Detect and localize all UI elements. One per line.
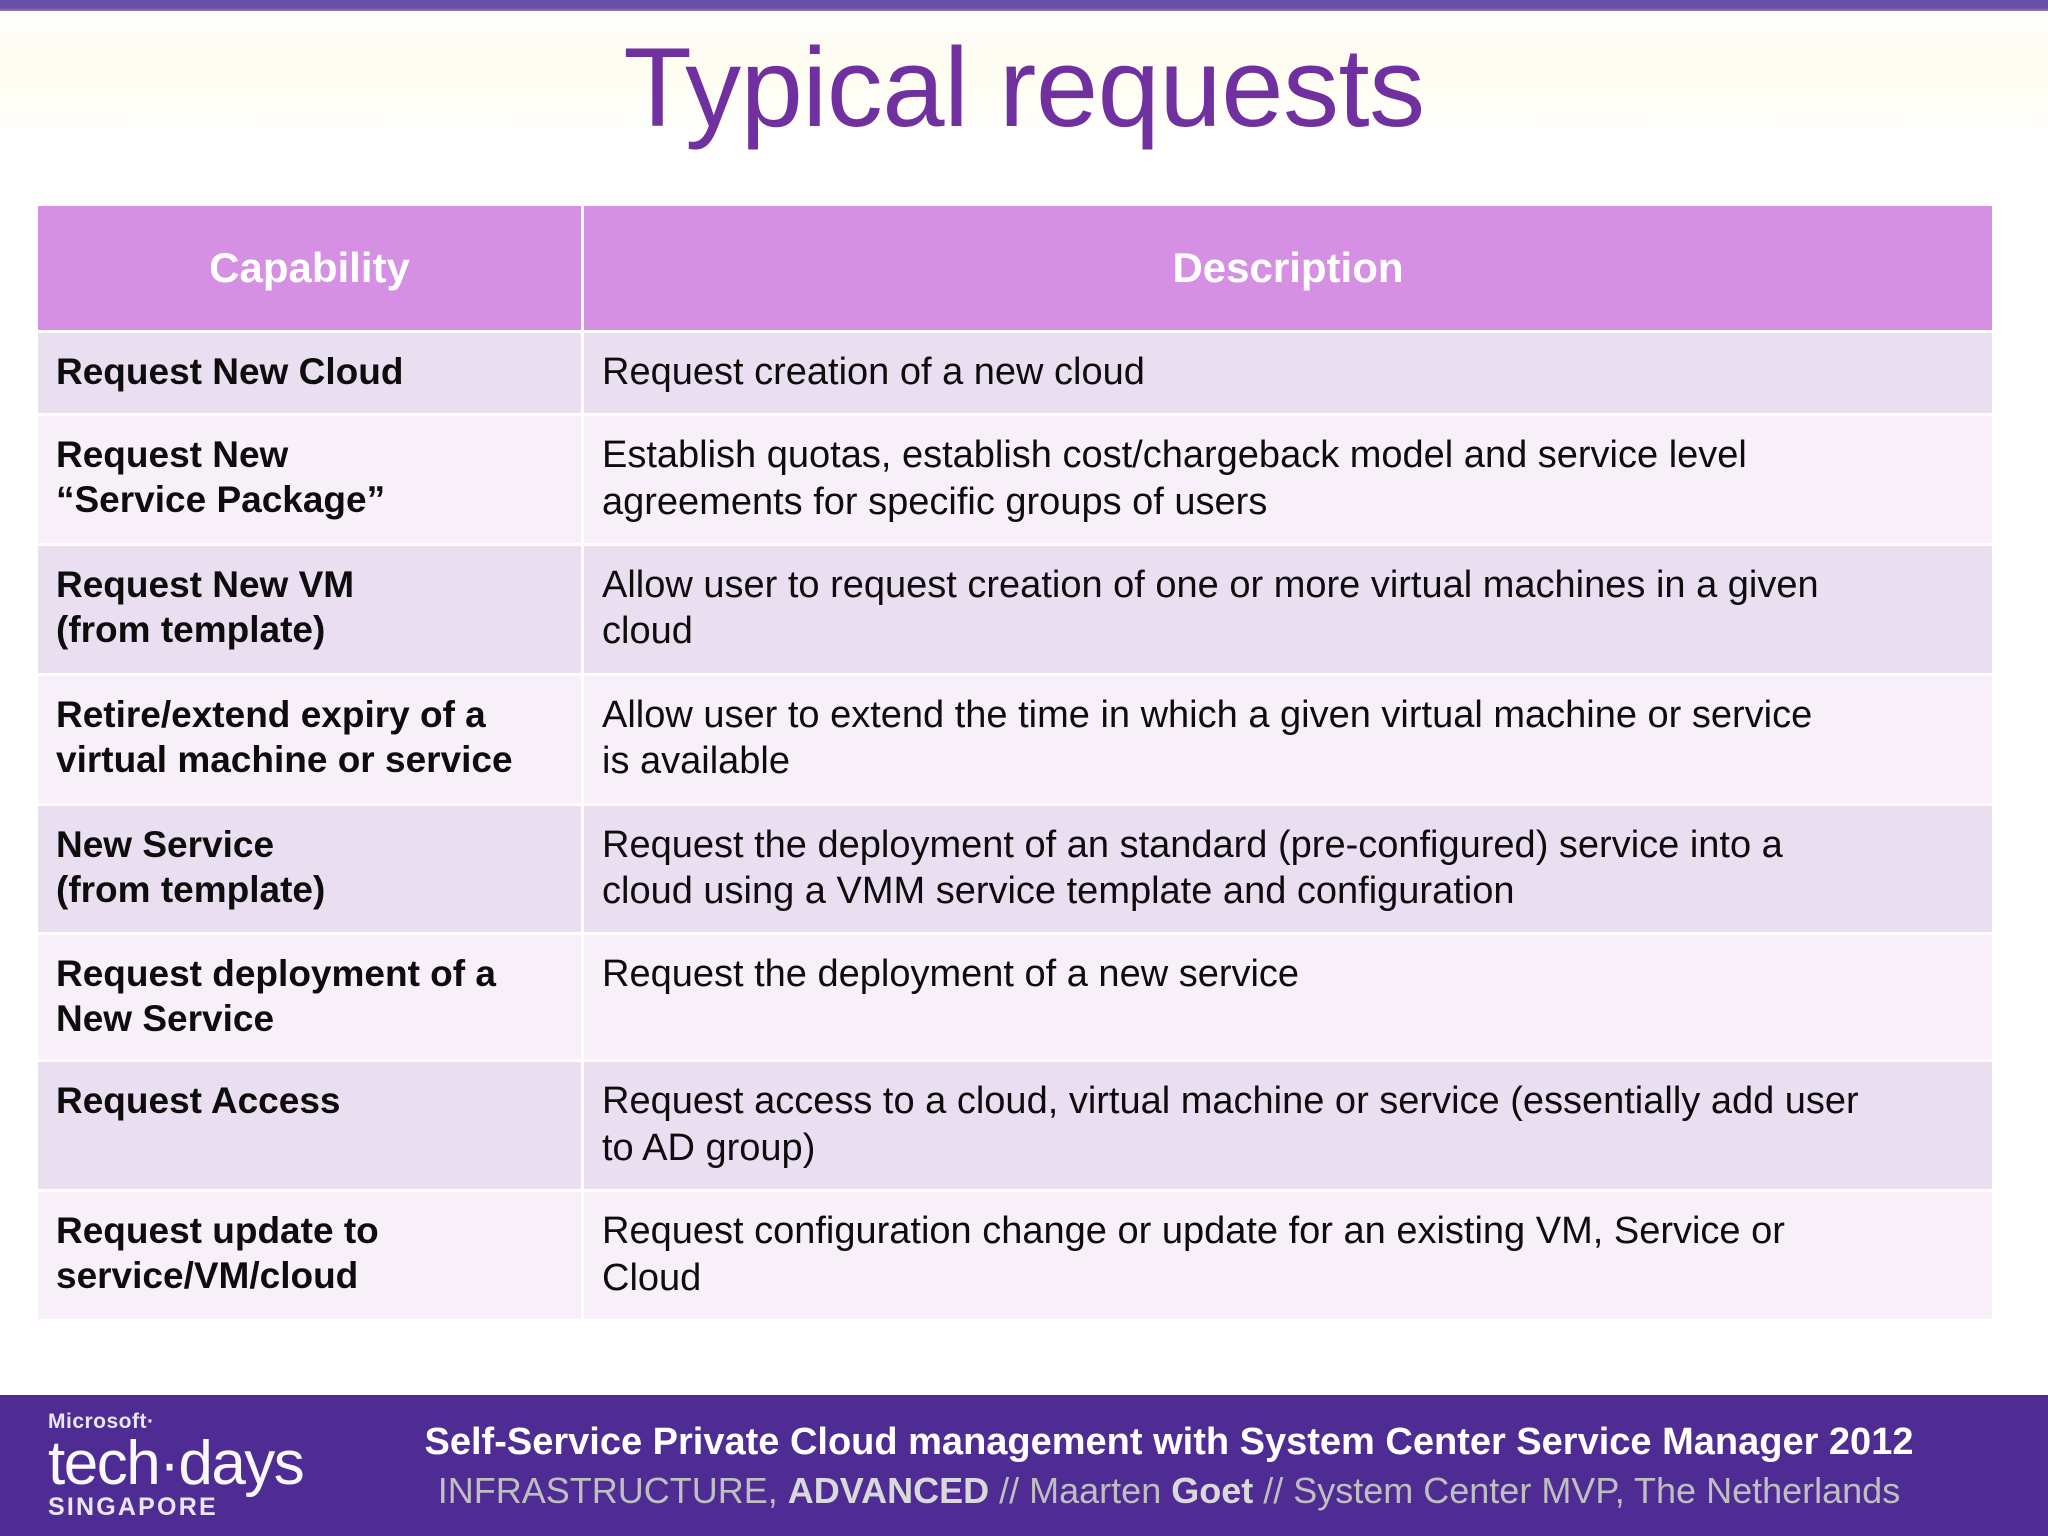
footer-level-label: ADVANCED [787,1469,990,1511]
cell-description: Establish quotas, establish cost/chargeb… [584,416,1992,544]
cell-capability: Request New Cloud [38,333,581,414]
cell-description: Request the deployment of an standard (p… [584,805,1992,933]
description-line: Request configuration change or update f… [602,1210,1785,1253]
capability-line: Request deployment of a [56,953,496,995]
table-row: Request New VM(from template) Allow user … [38,546,1992,673]
table-row: Request Access Request access to a cloud,… [38,1062,1992,1190]
footer-separator-1: // Maarten [989,1469,1172,1511]
description-line: Allow user to request creation of one or… [602,564,1819,607]
footer-session-meta: INFRASTRUCTURE, ADVANCED // Maarten Goet… [330,1467,2008,1515]
description-line: is available [602,740,790,783]
top-accent-bar [0,0,2048,11]
logo-techdays-text: tech·days [48,1428,305,1498]
capability-line: New Service [56,998,275,1040]
capability-line: (from template) [56,609,326,651]
capability-line: (from template) [56,868,326,910]
typical-requests-table: Capability Description Request New Cloud… [35,203,1995,1322]
footer-track-label: INFRASTRUCTURE, [437,1469,788,1511]
description-line: cloud using a VMM service template and c… [602,869,1515,912]
description-line: Request the deployment of a new service [602,953,1300,996]
cell-description: Request creation of a new cloud [584,333,1992,414]
capability-line: New Service [56,823,275,865]
cell-capability: New Service(from template) [38,805,581,933]
table-row: Request New Cloud Request creation of a n… [38,333,1992,414]
footer-session-title: Self-Service Private Cloud management wi… [424,1420,1914,1463]
cell-description: Allow user to request creation of one or… [584,546,1992,673]
table-header-row: Capability Description [38,206,1992,330]
cell-description: Allow user to extend the time in which a… [584,675,1992,803]
footer-speaker-lastname: Goet [1171,1469,1254,1511]
typical-requests-table-wrapper: Capability Description Request New Cloud… [35,203,1995,1322]
capability-line: virtual machine or service [56,738,513,780]
cell-capability: Request Access [38,1062,581,1190]
capability-line: Request New VM [56,564,355,606]
capability-line: Request New Cloud [56,351,404,392]
table-header: Capability Description [38,206,1992,330]
table-row: Request New“Service Package” Establish qu… [38,416,1992,544]
cell-description: Request configuration change or update f… [584,1192,1992,1319]
description-line: agreements for specific groups of users [602,480,1268,523]
capability-line: service/VM/cloud [56,1255,359,1297]
description-line: Allow user to extend the time in which a… [602,693,1813,736]
capability-line: Retire/extend expiry of a [56,693,486,735]
footer-speaker-role: // System Center MVP, The Netherlands [1253,1469,1901,1511]
description-line: to AD group) [602,1126,816,1169]
capability-line: Request Access [56,1080,341,1122]
table-row: New Service(from template) Request the de… [38,805,1992,933]
footer-text-block: Self-Service Private Cloud management wi… [330,1417,2048,1515]
table-body: Request New Cloud Request creation of a n… [38,333,1992,1319]
cell-description: Request the deployment of a new service [584,935,1992,1060]
top-glow-gradient [0,11,2048,141]
capability-line: “Service Package” [56,479,386,521]
description-line: Request access to a cloud, virtual machi… [602,1080,1859,1123]
description-line: Request the deployment of an standard (p… [602,823,1783,866]
cell-description: Request access to a cloud, virtual machi… [584,1062,1992,1190]
slide-footer: Microsoft· tech·days SINGAPORE Self-Serv… [0,1395,2048,1536]
column-header-description: Description [584,206,1992,330]
cell-capability: Request New“Service Package” [38,416,581,544]
logo-microsoft-text: Microsoft· [48,1409,155,1433]
capability-line: Request update to [56,1210,379,1252]
description-line: Cloud [602,1256,702,1299]
capability-line: Request New [56,434,289,476]
logo-city-text: SINGAPORE [48,1493,218,1522]
description-line: cloud [602,610,693,653]
description-line: Request creation of a new cloud [602,351,1145,393]
cell-capability: Request New VM(from template) [38,546,581,673]
description-line: Establish quotas, establish cost/chargeb… [602,434,1747,477]
page-title: Typical requests [623,25,1425,150]
techdays-logo: Microsoft· tech·days SINGAPORE [0,1411,330,1521]
column-header-capability: Capability [38,206,581,330]
